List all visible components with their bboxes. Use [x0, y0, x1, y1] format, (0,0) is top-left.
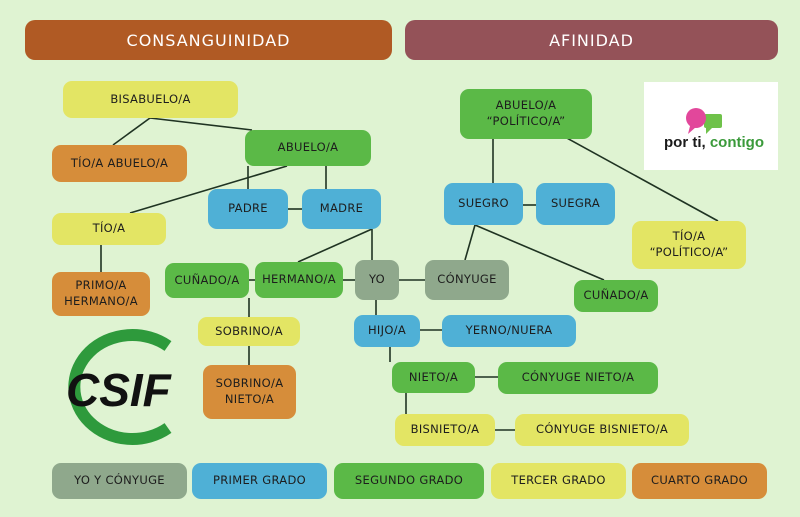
node-tio[interactable]: TÍO/A — [52, 213, 166, 245]
banner-consanguinity: CONSANGUINIDAD — [25, 20, 392, 60]
legend-yo-conyuge: YO Y CÓNYUGE — [52, 463, 187, 499]
node-yo[interactable]: YO — [355, 260, 399, 300]
node-suegro[interactable]: SUEGRO — [444, 183, 523, 225]
node-tio-politico[interactable]: TÍO/A “POLÍTICO/A” — [632, 221, 746, 269]
legend-cuarto-grado: CUARTO GRADO — [632, 463, 767, 499]
connector — [297, 228, 373, 263]
connector — [112, 117, 151, 146]
connector — [464, 224, 476, 261]
speech-bubbles-icon — [686, 108, 722, 134]
logo-contigo: contigo — [709, 134, 764, 151]
node-conyuge-bisnieto[interactable]: CÓNYUGE BISNIETO/A — [515, 414, 689, 446]
node-hijo[interactable]: HIJO/A — [354, 315, 420, 347]
banner-affinity: AFINIDAD — [405, 20, 778, 60]
node-yerno[interactable]: YERNO/NUERA — [442, 315, 576, 347]
node-primo[interactable]: PRIMO/A HERMANO/A — [52, 272, 150, 316]
node-hermano[interactable]: HERMANO/A — [255, 262, 343, 298]
node-cunado-consanguinity[interactable]: CUÑADO/A — [165, 263, 249, 298]
node-sobrino[interactable]: SOBRINO/A — [198, 317, 300, 346]
node-abuelo[interactable]: ABUELO/A — [245, 130, 371, 166]
node-tio-abuelo[interactable]: TÍO/A ABUELO/A — [52, 145, 187, 182]
por-ti-contigo-logo — [644, 82, 778, 170]
connector — [149, 117, 253, 131]
node-conyuge-nieto[interactable]: CÓNYUGE NIETO/A — [498, 362, 658, 394]
csif-logo: CSIF — [66, 329, 173, 445]
node-suegra[interactable]: SUEGRA — [536, 183, 615, 225]
legend-segundo-grado: SEGUNDO GRADO — [334, 463, 484, 499]
node-cunado-affinity[interactable]: CUÑADO/A — [574, 280, 658, 312]
csif-logo-text: CSIF — [66, 364, 173, 416]
node-abuelo-politico[interactable]: ABUELO/A “POLÍTICO/A” — [460, 89, 592, 139]
node-sobrino-nieto[interactable]: SOBRINO/A NIETO/A — [203, 365, 296, 419]
connector — [129, 165, 288, 214]
node-padre[interactable]: PADRE — [208, 189, 288, 229]
legend-primer-grado: PRIMER GRADO — [192, 463, 327, 499]
node-bisabuelo[interactable]: BISABUELO/A — [63, 81, 238, 118]
por-ti-contigo-text: por ti, contigo — [664, 134, 764, 151]
connector — [474, 224, 605, 281]
legend-tercer-grado: TERCER GRADO — [491, 463, 626, 499]
logo-por-ti: por ti, — [664, 134, 706, 151]
node-bisnieto[interactable]: BISNIETO/A — [395, 414, 495, 446]
node-madre[interactable]: MADRE — [302, 189, 381, 229]
node-conyuge[interactable]: CÓNYUGE — [425, 260, 509, 300]
node-nieto[interactable]: NIETO/A — [392, 362, 475, 393]
